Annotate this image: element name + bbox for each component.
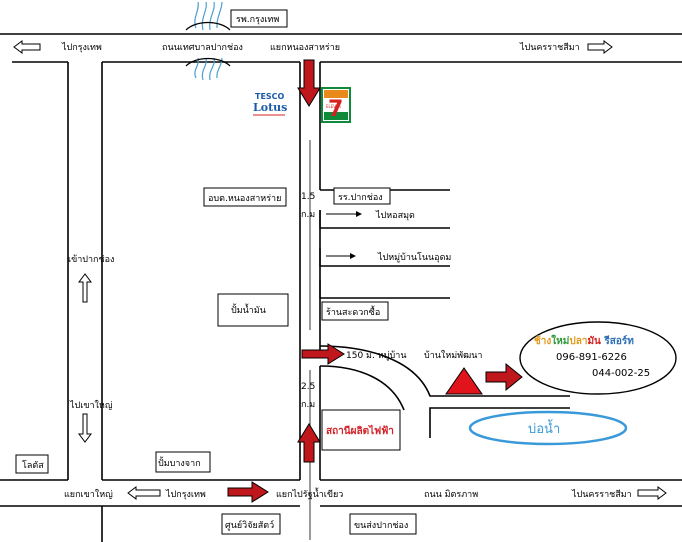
left-arrow-icon-bottom: [127, 486, 161, 500]
mitraphap-road-label: ถนน มิตรภาพ: [424, 489, 478, 500]
destination-triangle-icon: [445, 367, 483, 395]
red-arrow-down-icon: [297, 59, 321, 107]
side-street-3: [319, 248, 450, 267]
nong-sarai-junction-label: แยกหนองสาหร่าย: [270, 43, 340, 53]
hospital-label: รพ.กรุงเทพ: [236, 15, 279, 25]
right-arrow-icon-bottom: [637, 486, 667, 500]
enter-pakchong-label: เข้าปากช่อง: [68, 254, 114, 265]
seven-eleven-logo: 7 ELEVEn: [321, 87, 351, 123]
convenience-store-box: [321, 301, 389, 321]
lotus-left-box: [15, 454, 49, 474]
to-korat-top-label: ไปนครราชสีมา: [519, 42, 580, 53]
to-khao-yai-label: ไปเขาใหญ่: [69, 400, 113, 411]
municipal-road-label: ถนนเทศบาลปากช่อง: [162, 43, 243, 53]
transport-center-label: ขนส่งปากช่อง: [354, 521, 408, 531]
seven-eleven-small-text: ELEVEn: [326, 104, 342, 109]
side-street-2: [319, 210, 450, 229]
resort-name-part-2: ใหม่: [551, 334, 569, 347]
service-center-label: ศูนย์วิจัยสัตว์: [225, 519, 274, 531]
gas-station-box: [217, 293, 289, 327]
distance-25-label: 2.5: [301, 382, 315, 392]
lotus-left-label: โลตัส: [22, 460, 44, 471]
left-arrow-icon: [13, 40, 41, 54]
bridge-top: [185, 21, 231, 31]
tesco-logo-bottom: Lotus: [253, 101, 287, 114]
km-label-2: ก.ม: [301, 400, 315, 410]
red-arrow-right-icon-1: [301, 343, 345, 365]
canal-icon: [194, 1, 223, 81]
resort-name: ช้างใหม่ปลามัน รีสอร์ท: [534, 334, 634, 347]
bangchak-label: ปั้มบางจาก: [158, 456, 201, 469]
resort-name-part-1: ช้าง: [534, 335, 551, 347]
tambon-office-box: [203, 187, 287, 207]
tesco-lotus-logo: TESCO Lotus: [253, 92, 287, 116]
red-arrow-up-icon: [297, 423, 321, 463]
distance-150-label: 150 ม. หมู่บ้าน: [346, 350, 406, 361]
up-arrow-icon: [78, 273, 92, 303]
hospital-box: [230, 9, 288, 28]
power-station-box: [321, 409, 401, 451]
power-station-label: สถานีผลิตไฟฟ้า: [326, 424, 394, 437]
to-pong-junction-label: แยกไปรัฐน้ำเขียว: [276, 487, 343, 500]
phone-2-label: 044-002-25: [592, 368, 650, 379]
village-road-lower: [429, 407, 570, 438]
down-arrow-icon: [78, 413, 92, 443]
pakchong-school-label: รร.ปากช่อง: [338, 193, 383, 203]
bridge-bottom: [185, 57, 231, 67]
tesco-logo-top: TESCO: [255, 92, 285, 101]
tambon-office-label: อบต.หนองสาหร่าย: [208, 194, 281, 204]
right-arrow-icon: [587, 40, 613, 54]
transport-center-box: [349, 513, 417, 535]
to-bangkok-top-label: ไปกรุงเทพ: [61, 42, 102, 53]
red-arrow-right-icon-3: [227, 481, 269, 503]
to-noen-udom-label: ไปหมู่บ้านโนนอุดม: [377, 252, 451, 263]
service-center-box: [221, 513, 281, 535]
khao-yai-junction-label: แยกเขาใหญ่: [64, 489, 113, 500]
pakchong-school-box: [333, 187, 391, 205]
village-road-inner: [319, 365, 405, 411]
seven-eleven-number: 7: [328, 97, 343, 122]
resort-name-part-5: รีสอร์ท: [601, 335, 634, 347]
side-street-4: [319, 280, 450, 299]
convenience-store-label: ร้านสะดวกซื้อ: [326, 305, 380, 318]
village-name-label: บ้านใหม่พัฒนา: [424, 350, 482, 361]
to-bangkok-bottom-label: ไปกรุงเทพ: [165, 489, 206, 500]
to-nong-samut-label: ไปหอสมุด: [375, 210, 415, 221]
resort-ellipse: [519, 321, 677, 395]
village-road-outer: [319, 345, 570, 397]
pond-label: บ่อน้ำ: [528, 419, 560, 437]
pond-ellipse: [468, 410, 628, 446]
red-arrow-right-icon-2: [485, 362, 523, 392]
to-korat-bottom-label: ไปนครราชสีมา: [571, 489, 632, 500]
gas-station-label: ปั้มน้ำมัน: [231, 303, 266, 316]
side-arrow-icon-1: [326, 211, 362, 217]
phone-1-label: 096-891-6226: [556, 352, 627, 363]
side-arrow-icon-2: [326, 253, 356, 259]
bangchak-box: [155, 451, 211, 473]
resort-name-part-4: มัน: [587, 335, 601, 347]
resort-name-part-3: ปลา: [569, 335, 587, 347]
km-label-1: ก.ม: [301, 210, 315, 220]
distance-15-label: 1.5: [301, 192, 315, 202]
